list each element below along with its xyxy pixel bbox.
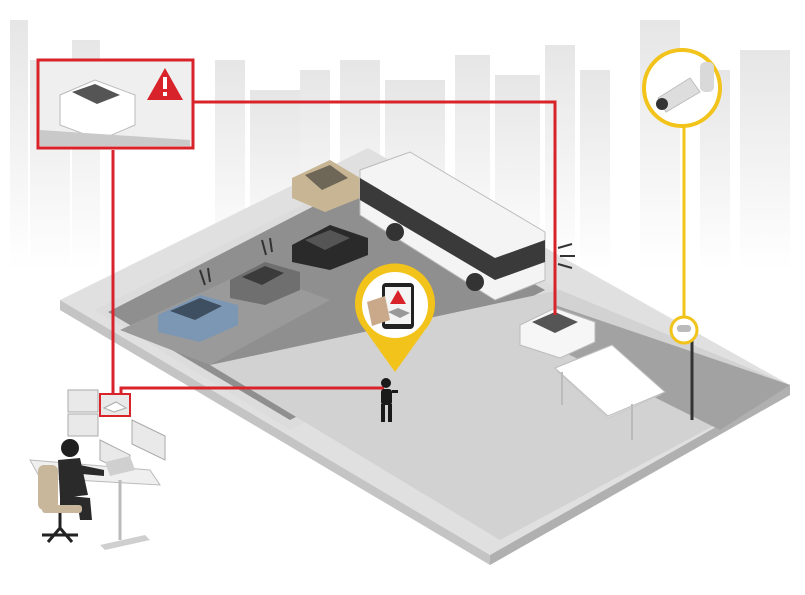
location-pin-phone-icon (354, 263, 435, 372)
road (540, 305, 790, 430)
camera-pole (669, 315, 699, 420)
parked-car-tan (292, 160, 360, 212)
alert-links (111, 100, 557, 405)
alert-snapshot-box (36, 58, 195, 150)
parked-car-black (292, 225, 368, 270)
operator (58, 439, 104, 520)
white-suv (519, 307, 596, 359)
bus-shelter (554, 344, 666, 440)
parked-car-blue (158, 295, 238, 342)
parked-car-grey (230, 262, 300, 305)
keyboard (105, 456, 135, 476)
ground-platform (60, 148, 790, 565)
security-guard (381, 378, 398, 422)
alarm-marks (199, 237, 575, 286)
security-camera-icon (642, 48, 722, 128)
office-chair (38, 465, 82, 543)
bus (359, 151, 546, 301)
